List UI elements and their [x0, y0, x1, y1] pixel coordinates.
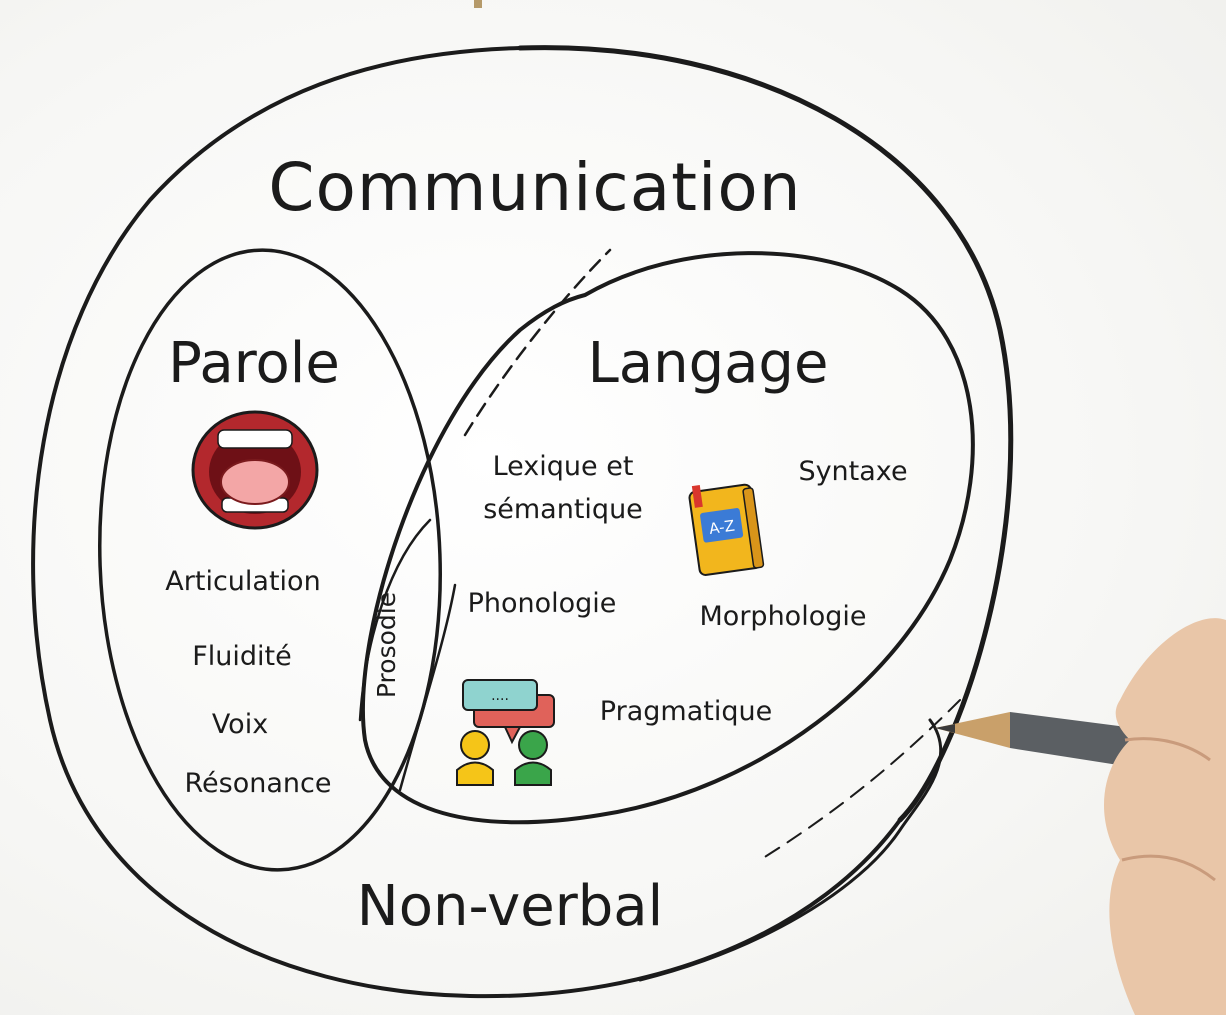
langage-item-morphologie: Morphologie	[700, 601, 867, 632]
dictionary-icon: A-Z	[688, 483, 765, 576]
langage-item-phonologie: Phonologie	[468, 588, 617, 619]
parole-label: Parole	[168, 331, 340, 396]
parole-item-articulation: Articulation	[165, 566, 320, 597]
dictionary-text: A-Z	[708, 517, 736, 538]
mouth-icon	[191, 410, 319, 530]
non-verbal-label: Non-verbal	[357, 874, 663, 939]
conversation-icon: ....	[456, 679, 555, 786]
langage-circle	[360, 248, 975, 825]
parole-circle	[98, 248, 442, 872]
langage-item-pragmatique: Pragmatique	[600, 696, 772, 727]
langage-item-lexique: Lexique et	[493, 451, 634, 482]
top-corner-mark	[474, 0, 482, 8]
parole-item-fluidite: Fluidité	[192, 641, 291, 672]
langage-item-syntaxe: Syntaxe	[798, 456, 907, 487]
prosodie-label: Prosodie	[372, 592, 401, 698]
langage-item-semantique: sémantique	[483, 494, 643, 525]
speech-bubble-text: ....	[491, 688, 509, 704]
communication-label: Communication	[268, 149, 801, 226]
langage-label: Langage	[588, 331, 829, 396]
parole-item-voix: Voix	[212, 709, 268, 740]
hand-with-pencil	[935, 618, 1226, 1015]
parole-item-resonance: Résonance	[185, 768, 332, 799]
communication-circle	[31, 45, 1014, 999]
